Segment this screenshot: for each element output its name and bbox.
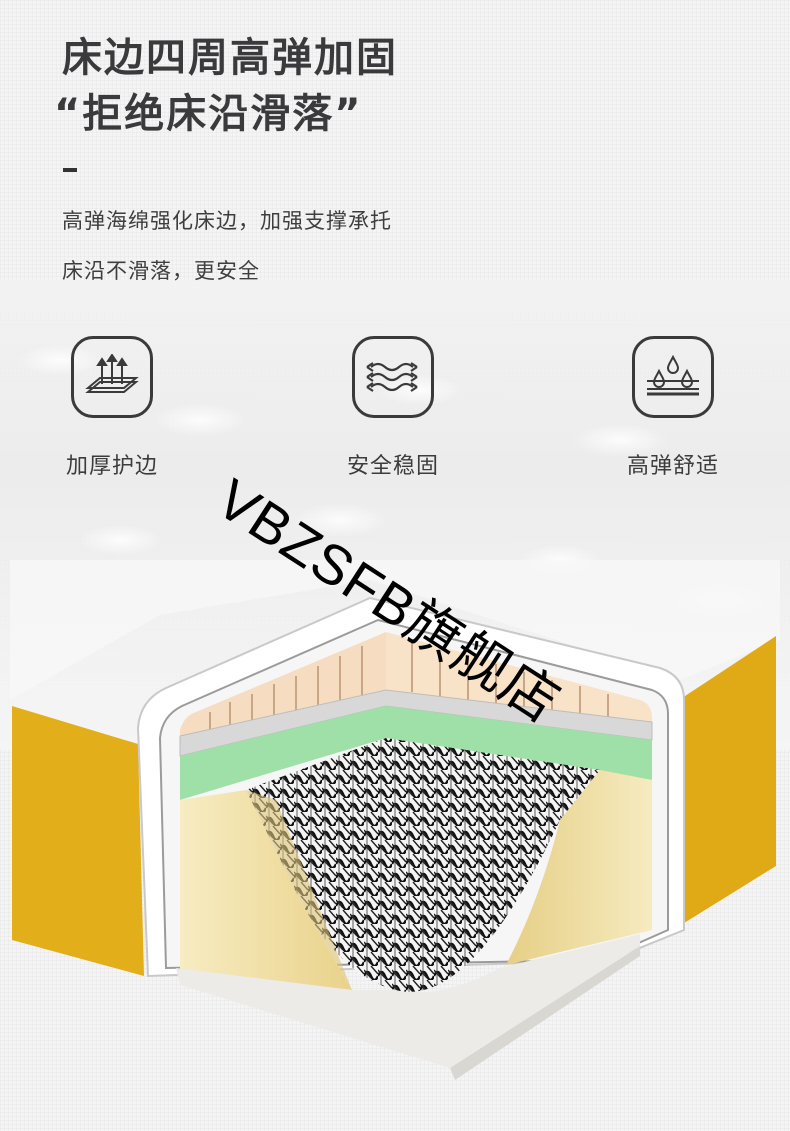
thickened-layers-arrows-icon — [71, 336, 153, 418]
feature-safe-stable: 安全稳固 — [323, 336, 463, 480]
feature-thickened-edge: 加厚护边 — [42, 336, 182, 480]
fabric-side-left — [12, 706, 144, 976]
feature-high-resilience: 高弹舒适 — [603, 336, 743, 480]
feature-label: 安全稳固 — [346, 454, 439, 479]
mattress-cross-section-illustration — [10, 560, 780, 1080]
feature-label: 高弹舒适 — [626, 454, 719, 479]
description-line-2: 床沿不滑落，更安全 — [62, 259, 260, 283]
wave-arrows-icon — [352, 336, 434, 418]
fabric-side-right — [676, 636, 776, 928]
description: 高弹海绵强化床边，加强支撑承托 床沿不滑落，更安全 — [62, 196, 392, 296]
description-line-1: 高弹海绵强化床边，加强支撑承托 — [62, 209, 392, 233]
headline-line-1: 床边四周高弹加固 — [62, 35, 398, 81]
divider-dash — [63, 168, 77, 172]
droplets-layers-icon — [632, 336, 714, 418]
headline: 床边四周高弹加固 “拒绝床沿滑落” — [54, 30, 398, 142]
feature-label: 加厚护边 — [65, 454, 158, 479]
headline-line-2: “拒绝床沿滑落” — [54, 91, 363, 137]
